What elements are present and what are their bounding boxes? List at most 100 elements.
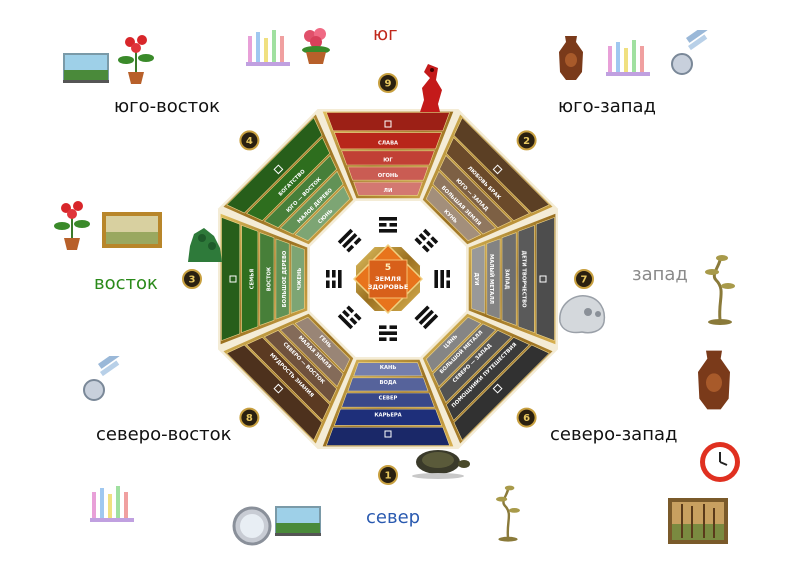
sector-label: ДУИ bbox=[473, 273, 479, 286]
painting-icon bbox=[668, 498, 728, 544]
sector-band bbox=[290, 244, 305, 314]
sector-band bbox=[294, 185, 351, 242]
sector-band bbox=[279, 170, 344, 235]
sector-band bbox=[486, 238, 501, 320]
direction-west-label: запад bbox=[632, 264, 688, 285]
sector-number: 9 bbox=[385, 79, 392, 90]
sector-band bbox=[263, 154, 337, 228]
sector-band bbox=[432, 170, 497, 235]
sector-band bbox=[241, 224, 259, 334]
dragon-statue-icon bbox=[420, 64, 442, 112]
sector-band bbox=[432, 323, 497, 388]
sector-number: 3 bbox=[189, 275, 196, 286]
sector-band bbox=[535, 216, 555, 342]
painting-icon bbox=[102, 212, 162, 248]
trigram bbox=[414, 228, 439, 253]
aquarium-icon bbox=[63, 53, 109, 83]
sector-band bbox=[439, 330, 513, 404]
sector-band bbox=[333, 132, 443, 150]
sector-band bbox=[347, 166, 429, 181]
sector-number-badge bbox=[516, 407, 537, 428]
sector-number: 7 bbox=[581, 275, 588, 286]
turtle-icon bbox=[412, 450, 470, 479]
sector-label: ЮГ bbox=[383, 158, 393, 164]
sector-symbol bbox=[492, 383, 503, 394]
sector-band bbox=[341, 150, 435, 166]
center-number: 5 bbox=[385, 263, 391, 273]
sector-label: ВОДА bbox=[380, 380, 397, 386]
sector-symbol bbox=[273, 383, 284, 394]
flower-pot-icon bbox=[302, 28, 330, 64]
wind-chime-icon bbox=[671, 30, 708, 75]
direction-southwest-label: юго-запад bbox=[558, 96, 656, 117]
sector-number: 6 bbox=[523, 413, 530, 424]
sector-band bbox=[347, 377, 429, 392]
crystal-skull-icon bbox=[559, 295, 606, 334]
sector-number: 4 bbox=[246, 136, 253, 147]
sector-band bbox=[453, 117, 550, 214]
sector-band bbox=[279, 323, 344, 388]
sector-band bbox=[453, 344, 550, 441]
center-label-2: ЗДОРОВЬЕ bbox=[368, 283, 409, 291]
sector-number-badge bbox=[378, 73, 398, 93]
direction-northwest-label: северо-запад bbox=[550, 424, 678, 445]
direction-east-label: восток bbox=[94, 273, 158, 294]
trigram bbox=[337, 305, 362, 330]
flower-icon bbox=[118, 35, 154, 84]
sector-label: СЕМЬЯ bbox=[250, 269, 256, 289]
sector-number: 1 bbox=[385, 471, 392, 482]
sector-band bbox=[221, 216, 241, 342]
sector-band bbox=[325, 112, 451, 132]
sector-symbol bbox=[229, 275, 237, 283]
sector-band bbox=[517, 224, 535, 334]
mirror-icon bbox=[232, 506, 272, 546]
sector-band bbox=[353, 181, 423, 196]
sector-label: ЗАПАД bbox=[504, 269, 510, 290]
sector-symbol bbox=[273, 164, 284, 175]
sector-symbol bbox=[492, 164, 503, 175]
sector-symbol bbox=[384, 430, 392, 438]
candles-icon bbox=[90, 486, 134, 522]
sector-band bbox=[439, 154, 513, 228]
jade-statue-icon bbox=[188, 228, 222, 262]
sector-band bbox=[226, 344, 323, 441]
sector-symbol bbox=[539, 275, 547, 283]
sector-label: БОЛЬШОЕ ДЕРЕВО bbox=[282, 250, 288, 307]
trigram bbox=[326, 270, 342, 288]
sector-band bbox=[246, 336, 331, 421]
sector-band bbox=[445, 137, 530, 222]
bonsai-tree-icon bbox=[496, 485, 520, 542]
sector-band bbox=[325, 426, 451, 446]
trigram bbox=[414, 305, 439, 330]
direction-south-label: юг bbox=[373, 24, 398, 45]
sector-number: 8 bbox=[246, 413, 253, 424]
sector-band bbox=[341, 392, 435, 408]
sector-label: ДЕТИ ТВОРЧЕСТВО bbox=[521, 251, 527, 309]
direction-northeast-label: северо-восток bbox=[96, 424, 232, 445]
direction-southeast-label: юго-восток bbox=[114, 96, 221, 117]
sector-band bbox=[294, 316, 351, 373]
sector-band bbox=[425, 185, 482, 242]
center-label-1: ЗЕМЛЯ bbox=[375, 275, 401, 283]
sector-band bbox=[353, 362, 423, 377]
direction-north-label: север bbox=[366, 507, 421, 528]
sector-label: КАНЬ bbox=[380, 365, 397, 371]
clock-icon bbox=[700, 442, 740, 482]
sector-number-badge bbox=[516, 130, 537, 151]
sector-band bbox=[263, 330, 337, 404]
trigram bbox=[337, 228, 362, 253]
sector-label: СЛАВА bbox=[378, 141, 398, 147]
sector-number-badge bbox=[378, 465, 398, 485]
sector-band bbox=[259, 232, 275, 326]
sector-label: ВОСТОК bbox=[267, 266, 273, 291]
sector-band bbox=[471, 244, 486, 314]
sector-label: ОГОНЬ bbox=[378, 173, 398, 179]
